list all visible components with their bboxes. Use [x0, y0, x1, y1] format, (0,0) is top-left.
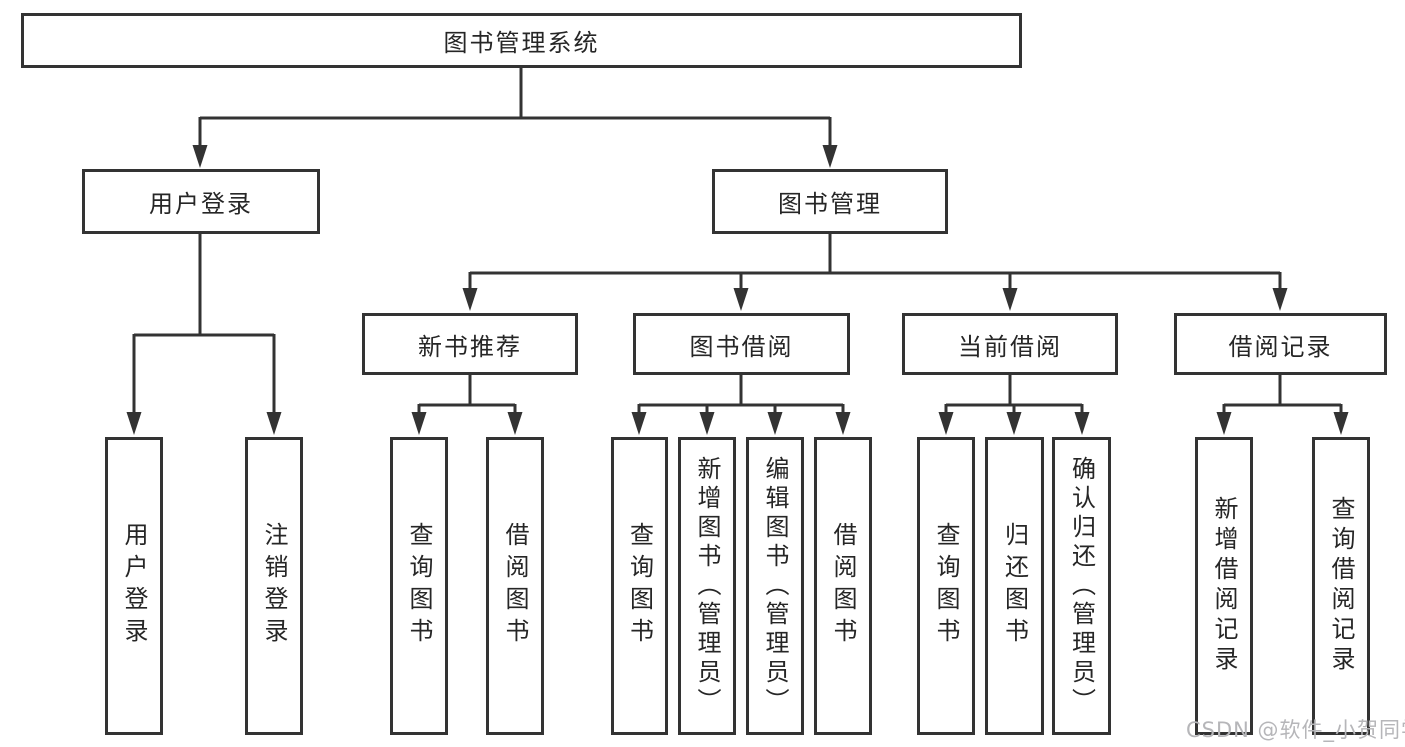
node-label: 编辑图书（管理员） — [761, 455, 789, 717]
leaf-borrow-books-recommend: 借阅图书 — [486, 437, 544, 735]
leaf-confirm-return-admin: 确认归还（管理员） — [1052, 437, 1111, 735]
leaf-add-borrow-record: 新增借阅记录 — [1195, 437, 1253, 735]
node-label: 查询借阅记录 — [1327, 496, 1355, 676]
node-label: 借阅记录 — [1228, 332, 1333, 361]
node-label: 用户登录 — [120, 522, 148, 650]
node-borrowing-records: 借阅记录 — [1174, 313, 1387, 375]
node-label: 新书推荐 — [418, 332, 522, 361]
leaf-query-books-borrowing: 查询图书 — [611, 437, 668, 735]
node-new-book-recommendation: 新书推荐 — [362, 313, 578, 375]
leaf-user-login: 用户登录 — [105, 437, 163, 735]
node-label: 查询图书 — [932, 522, 960, 650]
leaf-add-book-admin: 新增图书（管理员） — [678, 437, 736, 735]
node-label: 确认归还（管理员） — [1067, 455, 1096, 717]
node-label: 借阅图书 — [829, 522, 857, 650]
node-library-management-system: 图书管理系统 — [21, 13, 1022, 68]
node-label: 查询图书 — [405, 522, 433, 650]
node-label: 图书管理系统 — [443, 29, 600, 57]
node-label: 图书借阅 — [689, 332, 794, 361]
leaf-return-book: 归还图书 — [985, 437, 1044, 735]
leaf-query-books-current: 查询图书 — [917, 437, 975, 735]
node-book-borrowing: 图书借阅 — [633, 313, 850, 375]
leaf-query-borrow-record: 查询借阅记录 — [1312, 437, 1370, 735]
node-label: 当前借阅 — [958, 332, 1062, 361]
node-label: 注销登录 — [260, 522, 288, 650]
node-label: 新增图书（管理员） — [693, 455, 721, 717]
node-user-login: 用户登录 — [82, 169, 320, 234]
leaf-query-books-recommend: 查询图书 — [390, 437, 448, 735]
leaf-logout: 注销登录 — [245, 437, 303, 735]
node-label: 用户登录 — [149, 190, 253, 218]
node-label: 新增借阅记录 — [1210, 496, 1238, 676]
node-label: 查询图书 — [625, 522, 654, 650]
node-label: 图书管理 — [778, 190, 882, 218]
leaf-edit-book-admin: 编辑图书（管理员） — [746, 437, 804, 735]
node-label: 归还图书 — [1000, 522, 1029, 650]
node-current-borrowing: 当前借阅 — [902, 313, 1118, 375]
leaf-borrow-books-borrowing: 借阅图书 — [814, 437, 872, 735]
node-book-management: 图书管理 — [712, 169, 948, 234]
csdn-watermark: CSDN @软件_小贺同学 — [1186, 718, 1405, 742]
node-label: 借阅图书 — [501, 522, 529, 650]
